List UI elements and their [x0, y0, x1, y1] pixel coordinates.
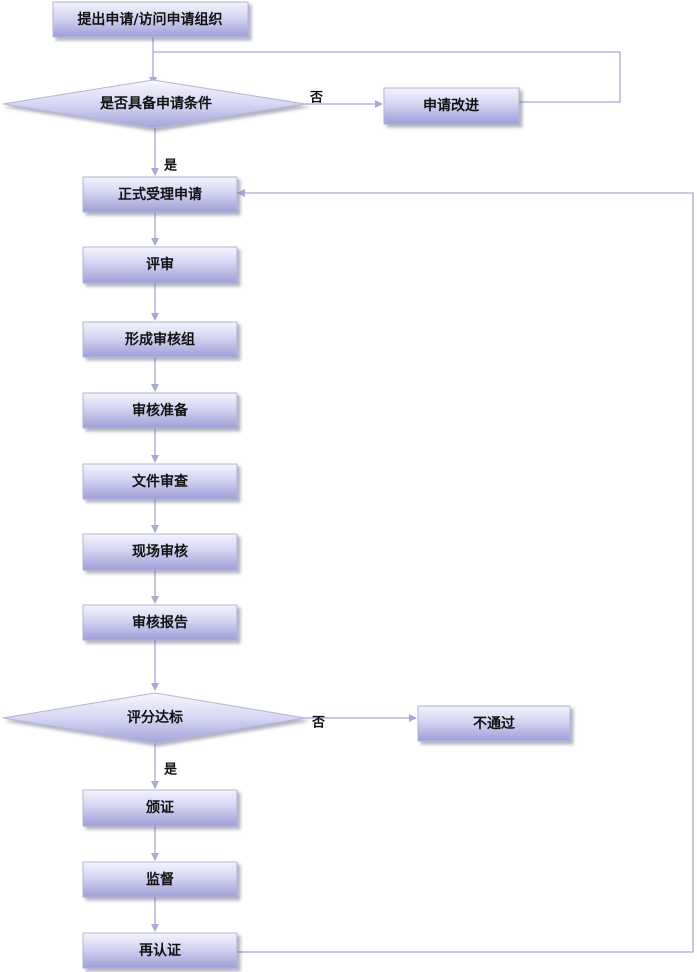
node-apply: 提出申请/访问申请组织	[52, 1, 249, 38]
node-recertify-label: 再认证	[139, 942, 181, 959]
label-qualify-no: 否	[309, 91, 323, 106]
node-team-label: 形成审核组	[125, 331, 195, 348]
node-onsite: 现场审核	[82, 533, 238, 571]
node-review: 评审	[82, 246, 238, 284]
node-certify: 颁证	[82, 789, 238, 827]
edge-recertify-loop-back	[237, 189, 694, 953]
node-qualify-label: 是否具备申请条件	[100, 95, 212, 112]
node-accept-label: 正式受理申请	[118, 186, 202, 203]
node-certify-label: 颁证	[146, 800, 174, 816]
node-review-label: 评审	[146, 256, 174, 273]
edge-improve-loop-back	[153, 51, 621, 103]
node-score-label: 评分达标	[127, 709, 183, 726]
node-onsite-label: 现场审核	[132, 543, 188, 560]
node-docreview-label: 文件审查	[132, 473, 189, 490]
node-apply-label: 提出申请/访问申请组织	[77, 11, 222, 28]
node-docreview: 文件审查	[82, 463, 238, 500]
node-report: 审核报告	[82, 604, 238, 641]
edges	[149, 37, 694, 953]
node-prepare-label: 审核准备	[132, 402, 189, 419]
node-score: 评分达标	[2, 692, 306, 744]
label-score-yes: 是	[163, 763, 178, 778]
node-team: 形成审核组	[82, 321, 238, 358]
node-accept: 正式受理申请	[82, 176, 238, 213]
node-improve-label: 申请改进	[423, 97, 479, 114]
label-score-no: 否	[311, 716, 325, 731]
node-report-label: 审核报告	[132, 614, 188, 631]
node-recertify: 再认证	[82, 932, 238, 969]
node-fail-label: 不通过	[473, 715, 515, 732]
node-prepare: 审核准备	[82, 392, 238, 429]
node-qualify: 是否具备申请条件	[2, 79, 306, 129]
node-supervise: 监督	[82, 861, 238, 898]
label-qualify-yes: 是	[163, 159, 178, 174]
node-supervise-label: 监督	[146, 871, 174, 888]
node-improve: 申请改进	[383, 87, 520, 125]
node-fail: 不通过	[417, 705, 571, 742]
